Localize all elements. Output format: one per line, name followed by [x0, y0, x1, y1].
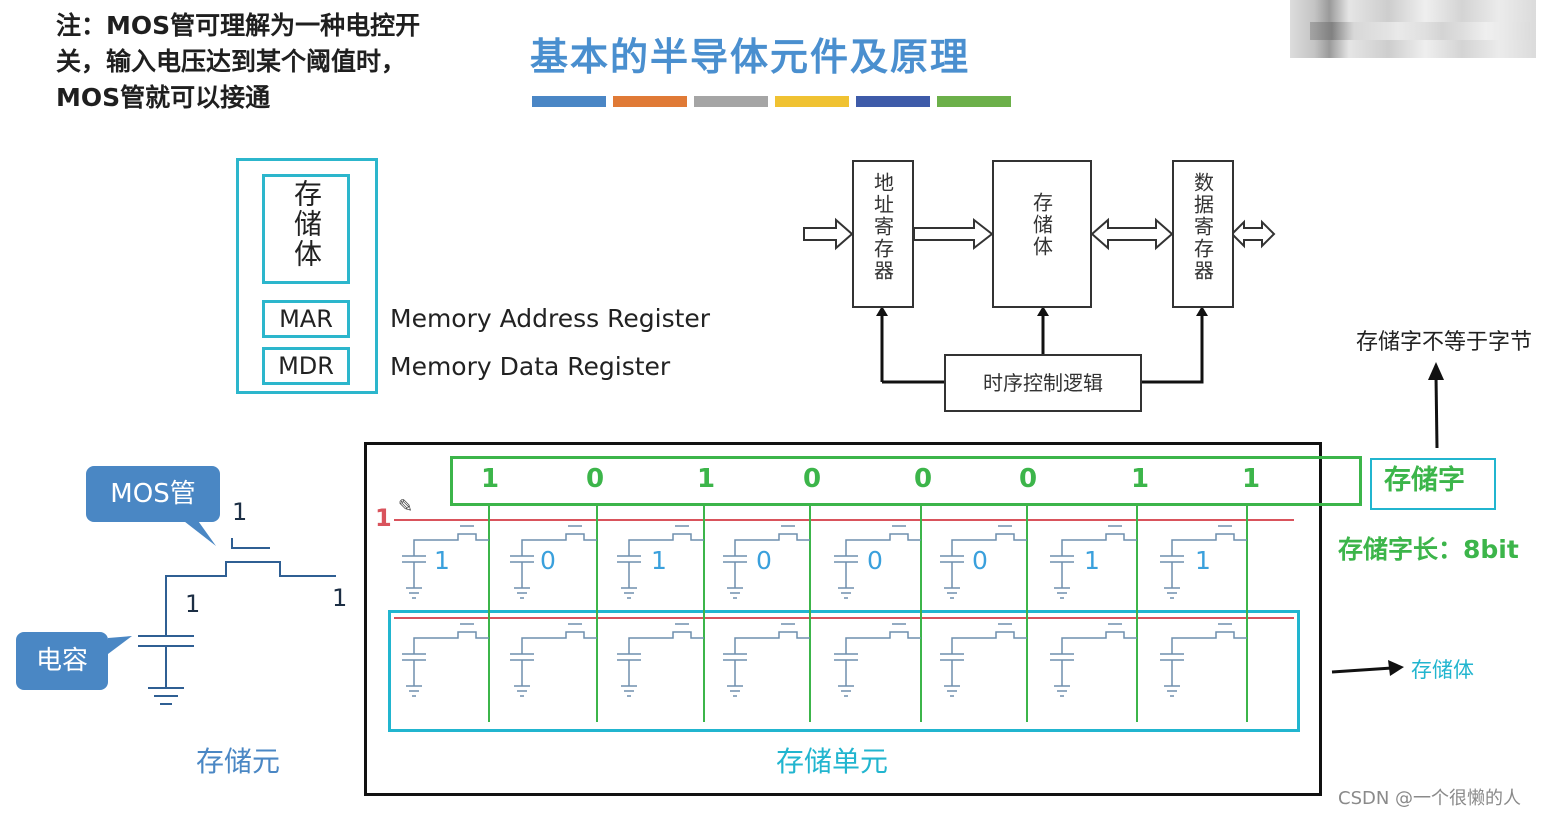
storage-word-label-box: [1370, 458, 1496, 510]
up-arrow: [1428, 362, 1444, 449]
address-register-block: 地址寄存器: [852, 160, 914, 308]
cell-bit: 1: [1195, 546, 1211, 575]
timing-arrowhead-addr: [876, 306, 888, 316]
address-register-label: 地址寄存器: [870, 172, 895, 282]
storage-cell-caption: 存储元: [196, 745, 281, 778]
mos-callout-tail: [180, 518, 216, 546]
cell-transistor: [951, 631, 1027, 654]
cell-bit: 0: [972, 546, 988, 575]
input-arrow: [803, 217, 854, 251]
title-stripe: [775, 96, 849, 107]
block-diagram-lines: [803, 217, 1276, 384]
row-select-value: 1: [375, 504, 392, 532]
timing-arrowhead-storage: [1037, 306, 1049, 316]
word-bit: 1: [1131, 464, 1150, 494]
capacitor-callout: 电容: [16, 632, 108, 690]
word-bit: 0: [586, 464, 605, 494]
pencil-icon: ✎: [398, 496, 414, 517]
cell-transistor: [1061, 533, 1137, 556]
up-arrowhead: [1428, 362, 1444, 380]
cell-transistor: [521, 631, 597, 654]
cell-transistor: [845, 631, 921, 654]
storage-body-label: 存储体: [1411, 658, 1474, 682]
storage-word-box: [450, 456, 1362, 506]
cell-bit: 0: [867, 546, 883, 575]
right-arrowhead: [1388, 660, 1404, 676]
cell-bit: 1: [651, 546, 667, 575]
cell-bit: 0: [756, 546, 772, 575]
storage-block-label: 存储体: [1029, 192, 1054, 258]
word-bit: 1: [1242, 464, 1261, 494]
gate-value: 1: [232, 498, 248, 526]
up-arrow-shaft: [1434, 375, 1439, 449]
storage-block: 存储体: [992, 160, 1092, 308]
blurred-logo-detail: [1310, 22, 1530, 40]
word-bit: 0: [1019, 464, 1038, 494]
storage-cell-schematic: [108, 518, 336, 705]
cell-transistor: [734, 631, 810, 654]
capacitor-callout-tail: [108, 636, 132, 654]
data-register-block: 数据寄存器: [1172, 160, 1234, 308]
cell-transistor: [1061, 631, 1137, 654]
word-bit: 1: [481, 464, 500, 494]
cell-bit: 0: [540, 546, 556, 575]
word-bit: 1: [697, 464, 716, 494]
mar-box: MAR: [262, 300, 350, 338]
watermark: CSDN @一个很懒的人: [1338, 788, 1522, 809]
title-stripe: [613, 96, 687, 107]
word-bit: 0: [803, 464, 822, 494]
cell-bit: 1: [434, 546, 450, 575]
cell-bit: 1: [1084, 546, 1100, 575]
memory-body-label: 存储体: [290, 179, 323, 269]
word-bit: 0: [914, 464, 933, 494]
word-length-label: 存储字长：8bit: [1338, 535, 1519, 564]
cell-transistor: [628, 533, 704, 556]
title-stripe: [937, 96, 1011, 107]
page-title: 基本的半导体元件及原理: [530, 35, 971, 79]
cell-transistor: [1171, 533, 1247, 556]
mdr-box: MDR: [262, 347, 350, 385]
cell-transistor: [734, 533, 810, 556]
right-value: 1: [332, 584, 348, 612]
memory-outline: [236, 158, 378, 394]
cell-transistor: [1171, 631, 1247, 654]
cell-transistor: [951, 533, 1027, 556]
title-stripe: [532, 96, 606, 107]
cell-transistor: [845, 533, 921, 556]
storage-word-label: 存储字: [1384, 465, 1465, 496]
title-stripe: [694, 96, 768, 107]
left-value: 1: [185, 590, 201, 618]
title-stripe: [856, 96, 930, 107]
storage-unit-box: [388, 610, 1300, 732]
addr-to-storage-arrow: [913, 217, 994, 251]
cell-transistor: [628, 631, 704, 654]
timing-control-block: 时序控制逻辑: [944, 354, 1142, 412]
array-schematic: [394, 506, 1294, 722]
timing-arrowhead-data: [1196, 306, 1208, 316]
cell-transistor: [413, 631, 489, 654]
timing-control-label: 时序控制逻辑: [983, 371, 1103, 395]
timing-line-data: [1140, 312, 1204, 384]
note-text: 注：MOS管可理解为一种电控开关，输入电压达到某个阈值时，MOS管就可以接通: [56, 11, 421, 112]
mos-callout: MOS管: [86, 466, 220, 522]
word-not-byte-note: 存储字不等于字节: [1356, 330, 1533, 355]
cell-transistor: [413, 533, 489, 556]
storage-data-arrow: [1090, 217, 1174, 251]
memory-body-box: 存储体: [262, 174, 350, 284]
array-frame: [364, 442, 1322, 796]
gate-line: [231, 538, 270, 549]
mdr-description: Memory Data Register: [390, 352, 671, 381]
cell-transistor: [521, 533, 597, 556]
channel-line: [165, 561, 336, 636]
storage-unit-label: 存储单元: [776, 745, 889, 778]
output-arrow: [1230, 219, 1276, 249]
right-arrow-shaft: [1331, 666, 1393, 674]
mar-description: Memory Address Register: [390, 304, 711, 333]
right-arrow: [1331, 660, 1404, 676]
data-register-label: 数据寄存器: [1190, 172, 1215, 282]
